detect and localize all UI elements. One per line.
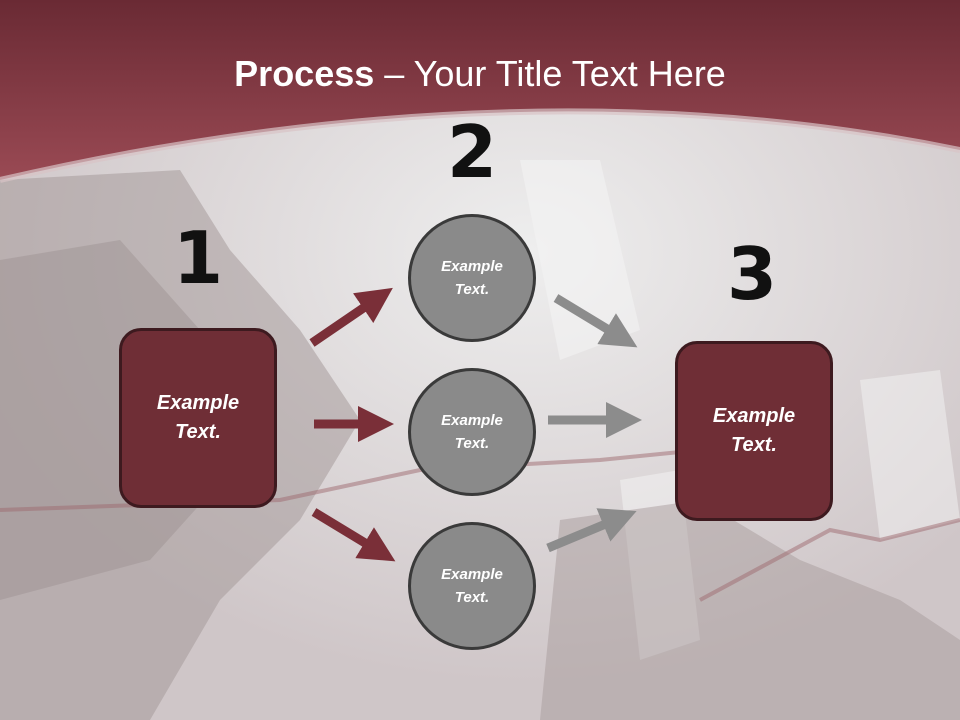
step-number-2: 2 bbox=[446, 110, 498, 194]
step-number-3: 3 bbox=[726, 232, 778, 316]
left-box-line1: Example bbox=[156, 392, 240, 414]
arrow-top-to-right bbox=[553, 294, 638, 348]
circle-middle-line2: Text. bbox=[454, 435, 490, 452]
left-box-line2: Text. bbox=[175, 421, 221, 443]
circle-bottom-line1: Example bbox=[441, 566, 503, 583]
right-box-line1: Example bbox=[712, 405, 796, 427]
step-number-1: 1 bbox=[172, 216, 224, 300]
circle-top-line1: Example bbox=[441, 258, 503, 275]
title-bold: Process bbox=[234, 53, 375, 94]
circle-top-line2: Text. bbox=[454, 281, 490, 298]
arrow-left-to-top bbox=[309, 287, 393, 347]
title-rest: – Your Title Text Here bbox=[374, 53, 726, 94]
page-title: Process – Your Title Text Here bbox=[0, 52, 960, 96]
right-box-line2: Text. bbox=[731, 434, 777, 456]
circle-middle-line1: Example bbox=[441, 412, 503, 429]
arrow-left-to-bottom bbox=[311, 508, 396, 562]
circle-bottom-line2: Text. bbox=[454, 589, 490, 606]
arrow-bottom-to-right bbox=[546, 508, 637, 553]
